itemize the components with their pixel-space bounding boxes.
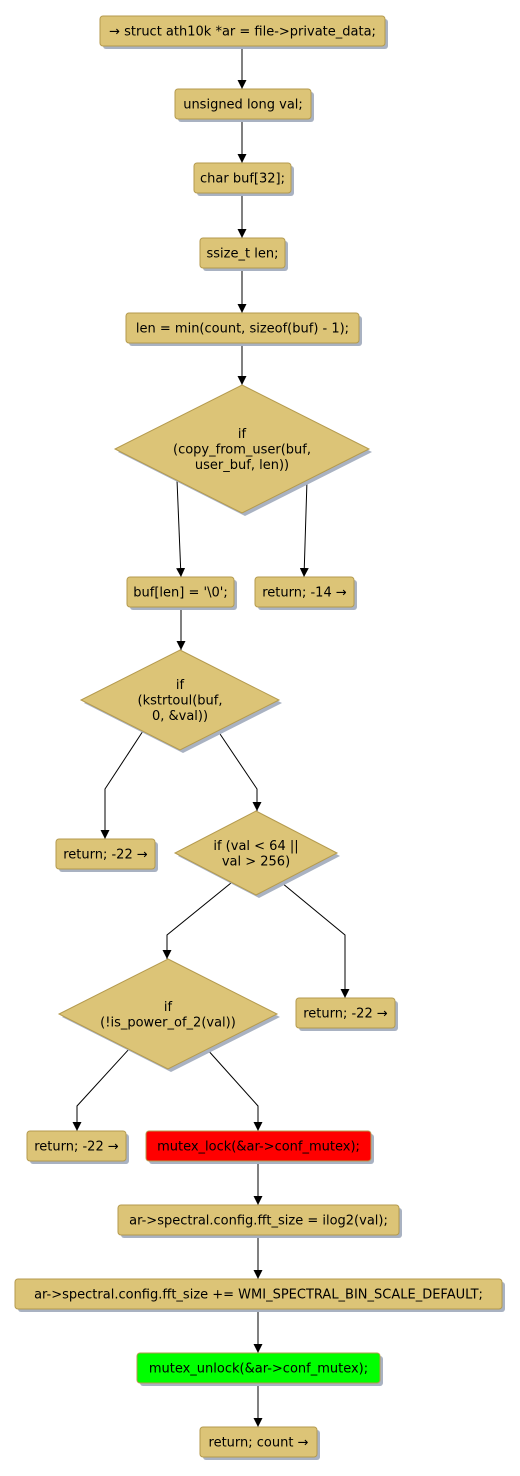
node-len-assign: len = min(count, sizeof(buf) - 1);: [125, 312, 362, 346]
node-box: [126, 576, 235, 608]
node-mutex-lock: mutex_lock(&ar->conf_mutex);: [145, 1130, 374, 1164]
decision-label-line: if: [164, 1000, 173, 1015]
node-label: return; -22 →: [303, 1007, 388, 1022]
decision-label-line: val > 256): [222, 854, 290, 869]
node-return-count: return; count →: [199, 1426, 320, 1460]
node-buf-decl: char buf[32];: [193, 162, 294, 196]
node-box: [136, 1352, 381, 1384]
edges: [72, 46, 350, 1427]
node-label: → struct ath10k *ar = file->private_data…: [109, 25, 376, 40]
node-box: [14, 1278, 503, 1310]
node-box: [125, 312, 360, 344]
edge-d3-n9: [281, 882, 350, 998]
node-box: [145, 1130, 372, 1162]
decision-label-line: if: [238, 427, 247, 442]
node-label: len = min(count, sizeof(buf) - 1);: [136, 322, 349, 337]
edge-d2-n8: [100, 730, 144, 839]
node-box: [26, 1130, 127, 1162]
node-box: [117, 1204, 400, 1236]
node-label: ar->spectral.config.fft_size += WMI_SPEC…: [34, 1288, 483, 1303]
node-buf-terminate: buf[len] = '\0';: [126, 576, 237, 610]
node-val-decl: unsigned long val;: [174, 88, 314, 122]
decision-label-line: if (val < 64 ||: [213, 839, 298, 854]
node-return-einval-2: return; -22 →: [295, 997, 398, 1031]
decision-label-line: (copy_from_user(buf,: [173, 443, 311, 458]
node-label: return; -14 →: [262, 586, 347, 601]
edge-d2-d3: [217, 730, 262, 811]
node-label: char buf[32];: [200, 172, 285, 187]
node-label: return; -22 →: [34, 1140, 119, 1155]
node-label: unsigned long val;: [183, 98, 303, 113]
node-box: [199, 1426, 318, 1458]
decision-label-line: 0, &val)): [152, 709, 208, 724]
edge-d4-n11: [205, 1047, 263, 1131]
node-box: [174, 88, 312, 120]
node-label: buf[len] = '\0';: [133, 586, 227, 601]
node-private-data-decl: → struct ath10k *ar = file->private_data…: [99, 15, 388, 49]
edge-d1-n7: [299, 479, 309, 578]
edge-d1-n6: [176, 479, 186, 578]
node-label: return; count →: [209, 1436, 309, 1451]
edge-d4-n10: [72, 1047, 131, 1131]
node-label: ssize_t len;: [207, 247, 279, 262]
decision-kstrtoul: if(kstrtoul(buf,0, &val)): [79, 649, 282, 753]
decision-val-range: if (val < 64 ||val > 256): [173, 810, 340, 898]
decision-copy-from-user: if(copy_from_user(buf,user_buf, len)): [113, 384, 372, 516]
node-mutex-unlock: mutex_unlock(&ar->conf_mutex);: [136, 1352, 383, 1386]
decision-is-power-of-2: if(!is_power_of_2(val)): [57, 958, 280, 1072]
decision-label-line: user_buf, len)): [195, 458, 289, 473]
edge-d3-d4: [162, 882, 232, 959]
node-label: ar->spectral.config.fft_size = ilog2(val…: [129, 1214, 388, 1229]
decision-shape: [173, 810, 339, 896]
node-label: mutex_unlock(&ar->conf_mutex);: [149, 1362, 368, 1377]
decision-shape: [113, 384, 371, 514]
node-fft-size-add: ar->spectral.config.fft_size += WMI_SPEC…: [14, 1278, 505, 1312]
node-len-decl: ssize_t len;: [199, 237, 288, 271]
node-fft-size-assign: ar->spectral.config.fft_size = ilog2(val…: [117, 1204, 402, 1238]
node-label: mutex_lock(&ar->conf_mutex);: [157, 1140, 360, 1155]
node-box: [295, 997, 396, 1029]
decision-label-line: (kstrtoul(buf,: [138, 694, 223, 709]
node-box: [99, 15, 386, 47]
node-box: [55, 838, 156, 870]
decision-shape: [57, 958, 279, 1070]
node-label: return; -22 →: [63, 848, 148, 863]
node-return-einval-3: return; -22 →: [26, 1130, 129, 1164]
node-return-efault: return; -14 →: [254, 576, 357, 610]
nodes: → struct ath10k *ar = file->private_data…: [14, 15, 505, 1460]
node-box: [254, 576, 355, 608]
decision-label-line: (!is_power_of_2(val)): [100, 1015, 236, 1030]
decision-shape: [79, 649, 281, 751]
node-return-einval-1: return; -22 →: [55, 838, 158, 872]
node-box: [199, 237, 286, 269]
node-box: [193, 162, 292, 194]
decision-label-line: if: [176, 678, 185, 693]
